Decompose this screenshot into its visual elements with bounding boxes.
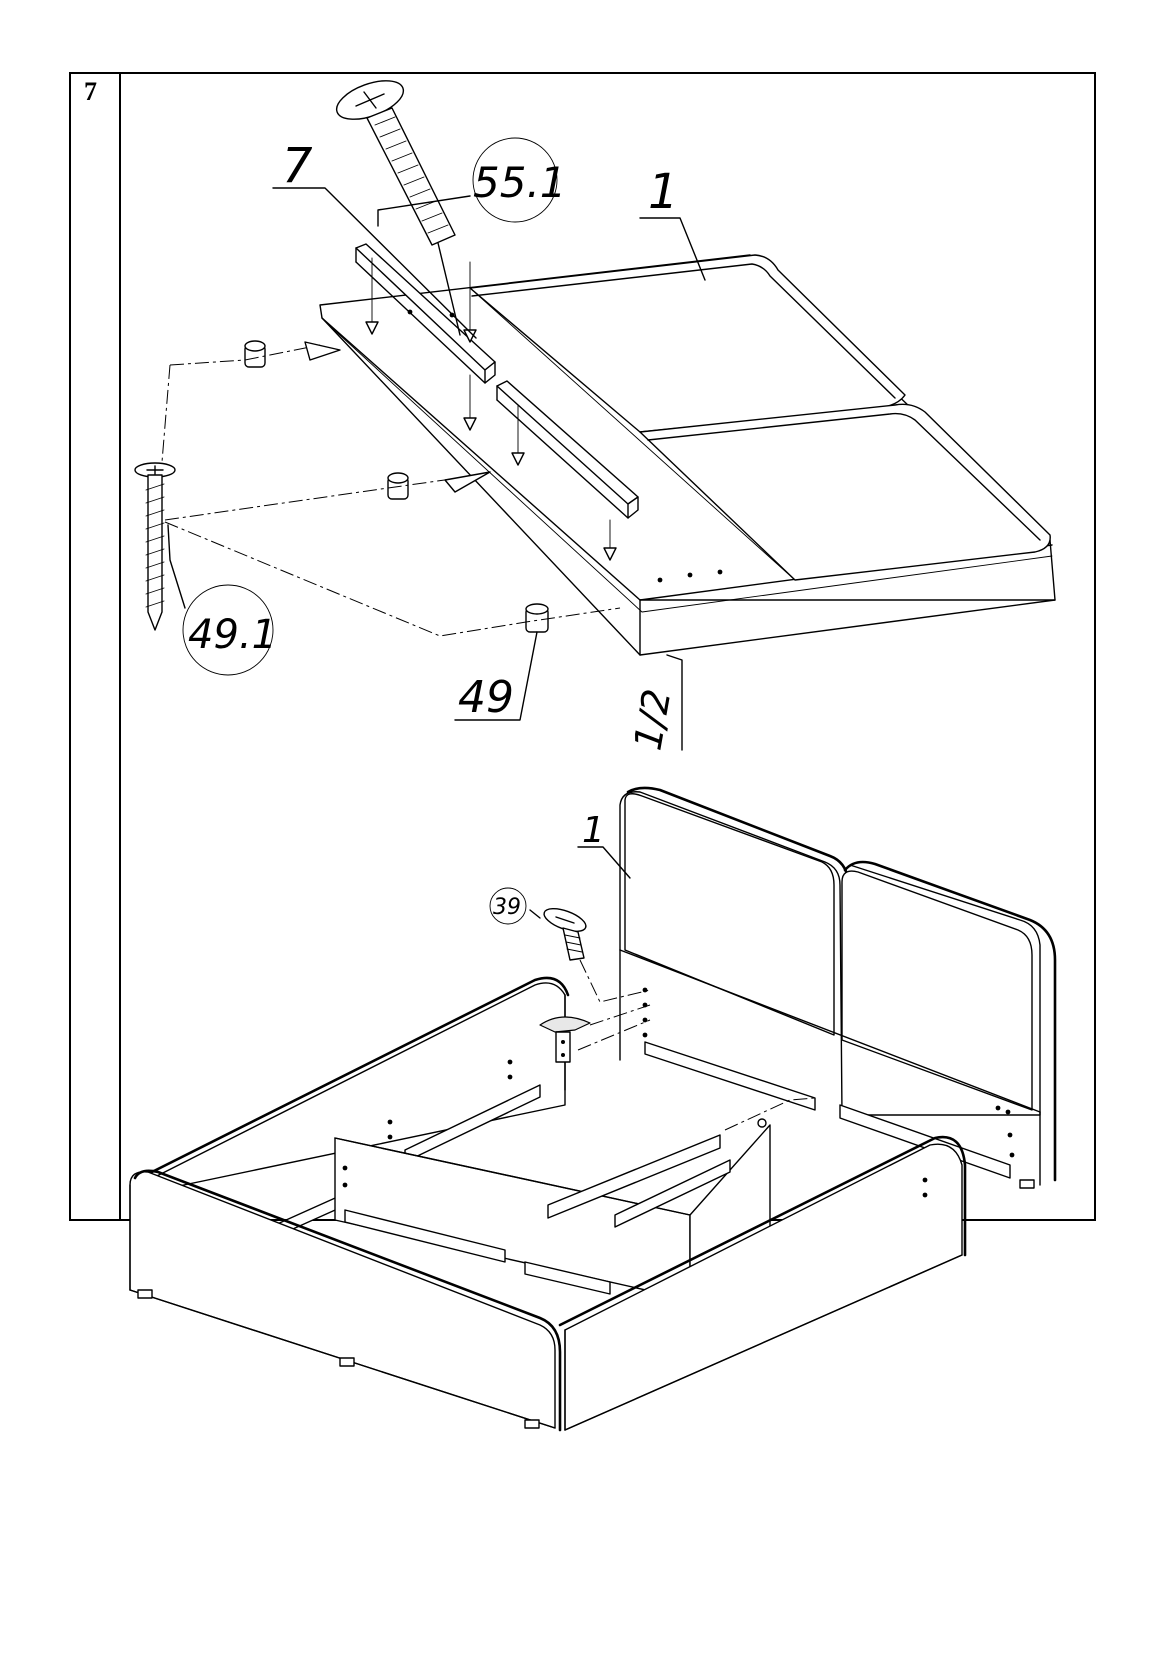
step-number: 7 — [84, 77, 97, 106]
callout-side-1-2: 1/2 — [626, 686, 680, 754]
callout-circle-39 — [489, 887, 527, 925]
headboard-rail-left — [644, 1041, 816, 1111]
cross-batten-centre — [524, 1261, 611, 1295]
callout-panel-1-top: 1 — [648, 164, 679, 220]
leader-lines — [167, 187, 706, 751]
bolt-39 — [543, 907, 587, 961]
callout-panel-1-bottom: 1 — [582, 810, 605, 851]
top-diagram: 7 55.1 1 49.1 49 1/2 — [134, 80, 1056, 754]
assembly-paths — [161, 341, 621, 637]
insertion-arrows — [365, 257, 617, 561]
footboard — [129, 1169, 562, 1432]
callout-bolt-55-1: 55.1 — [473, 158, 567, 207]
side-rail-left — [138, 976, 570, 1191]
screw-49-1 — [134, 462, 176, 631]
corner-bracket — [539, 1016, 767, 1128]
batten-part-7-upper — [355, 243, 496, 384]
headboard-rail-right — [839, 1104, 1011, 1179]
callout-bolt-39: 39 — [493, 895, 521, 920]
bracket-assembly-paths — [577, 959, 816, 1131]
callout-circle-55-1 — [472, 137, 558, 223]
spacer-part-49 — [244, 340, 549, 633]
callout-screw-49-1: 49.1 — [188, 612, 277, 658]
cross-batten-right — [614, 1159, 731, 1228]
bottom-leader-lines — [529, 846, 631, 919]
cross-batten-rear — [547, 1134, 721, 1219]
bottom-diagram: 1 39 — [129, 786, 1057, 1432]
callout-part-7: 7 — [282, 138, 313, 194]
headboard-board-flat — [319, 254, 1056, 656]
bolt-55-1 — [335, 80, 461, 336]
cross-batten-front — [344, 1209, 506, 1263]
callout-circle-49-1 — [182, 584, 274, 676]
side-rail-right — [558, 1135, 967, 1431]
batten-part-7-lower — [496, 380, 639, 519]
headboard-upright — [619, 786, 1057, 1189]
callout-spacer-49: 49 — [458, 672, 514, 723]
